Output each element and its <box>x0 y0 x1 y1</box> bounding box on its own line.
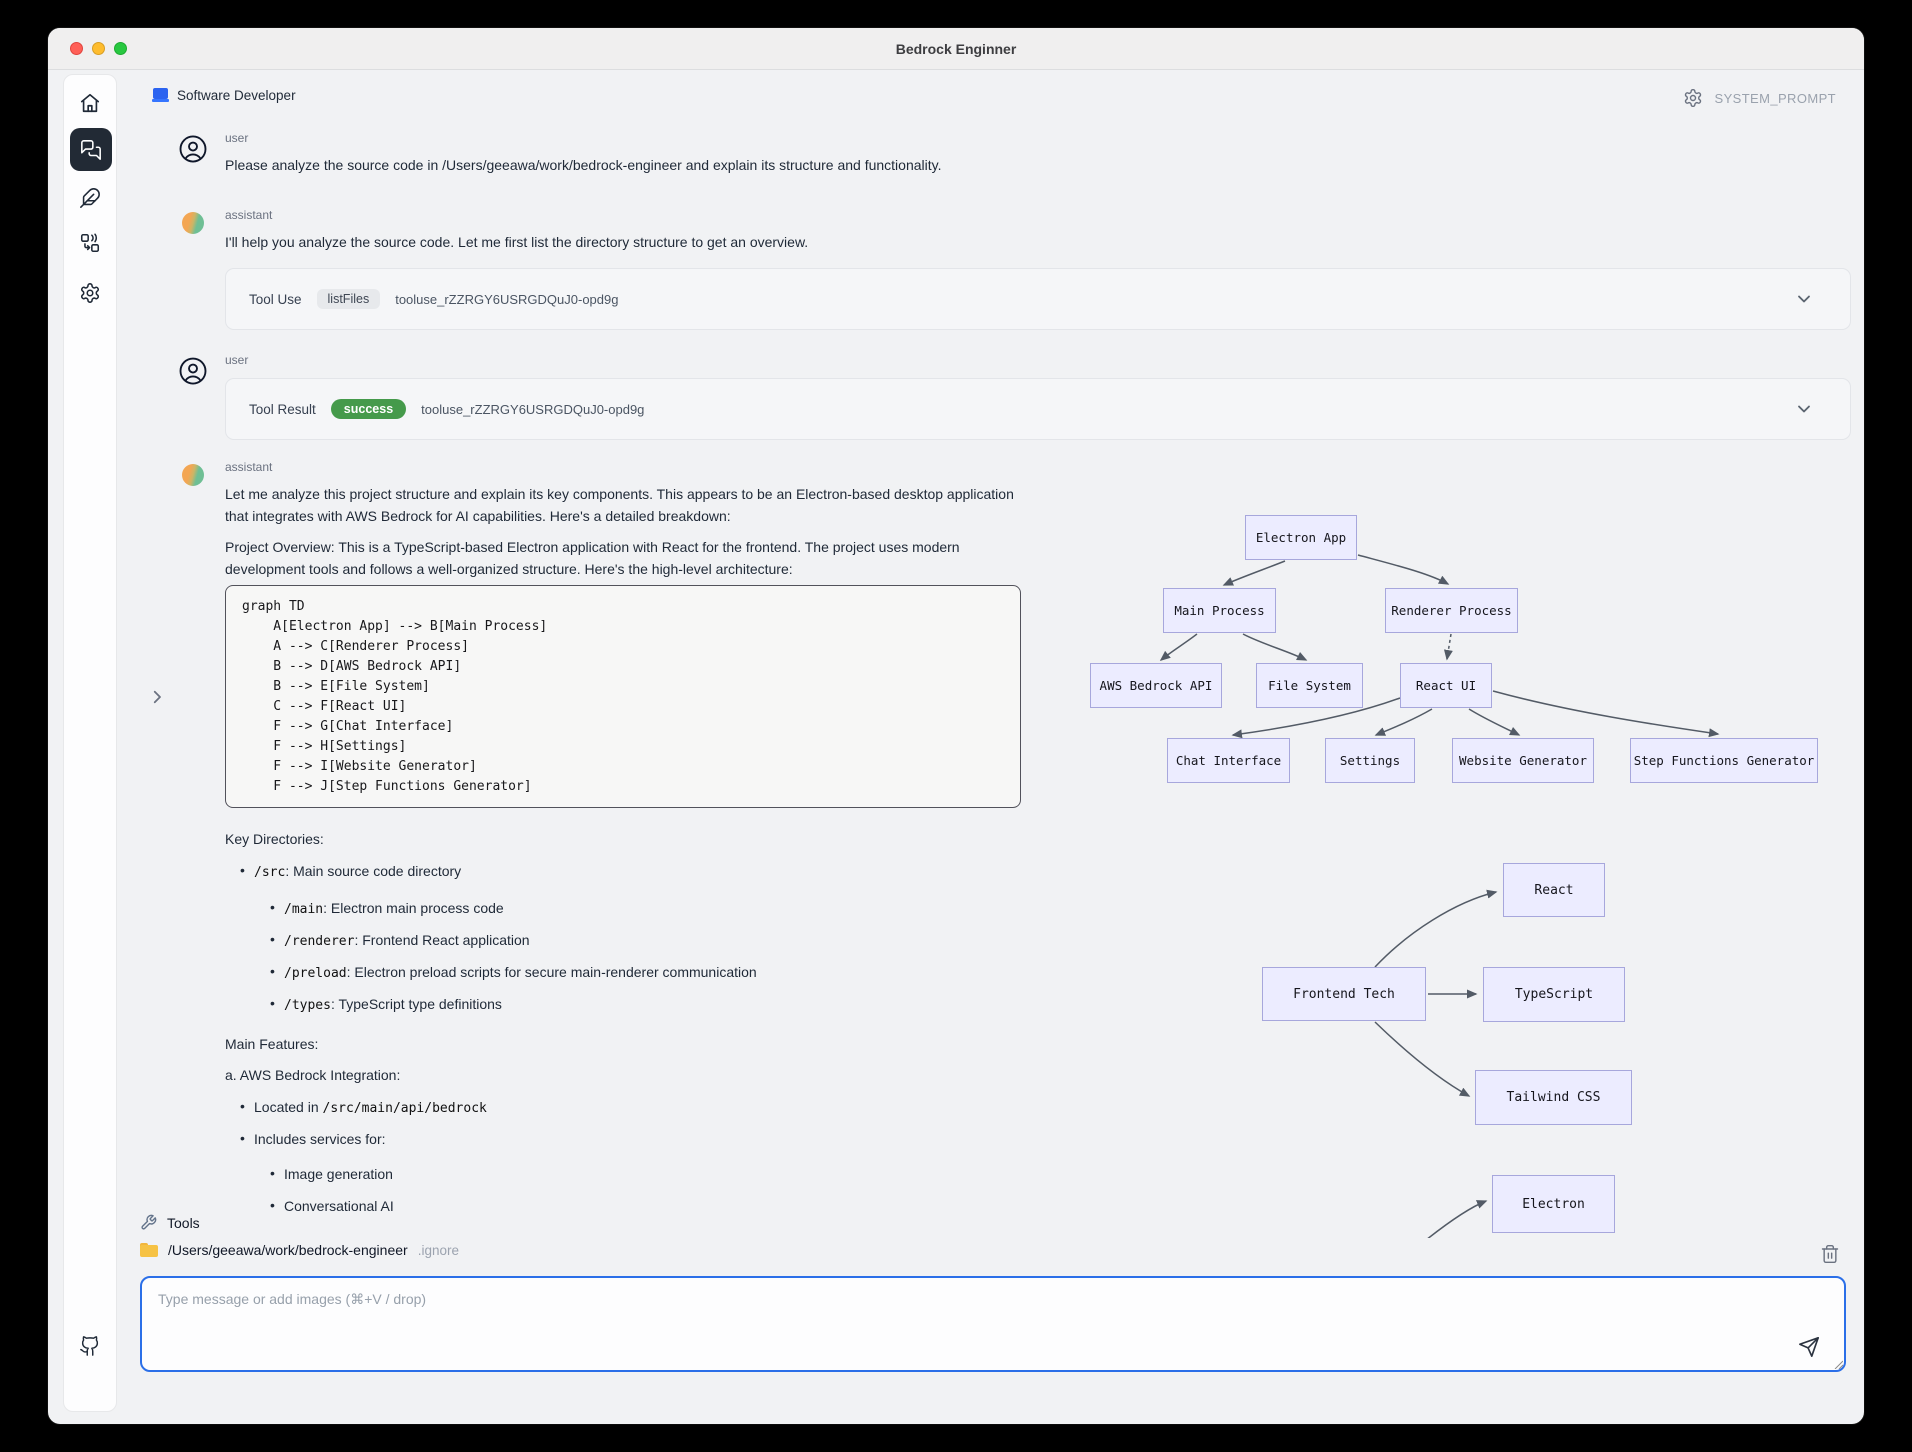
list-item: /main: Electron main process code <box>270 899 504 917</box>
titlebar: Bedrock Enginner <box>48 28 1864 70</box>
role-label: user <box>225 353 249 367</box>
close-window-button[interactable] <box>70 42 83 55</box>
diagram-node: Main Process <box>1163 588 1276 633</box>
tools-title: Tools <box>167 1214 200 1231</box>
diagram-node: AWS Bedrock API <box>1090 663 1222 708</box>
role-label: assistant <box>225 460 273 474</box>
chevron-down-icon[interactable] <box>1794 399 1814 419</box>
tool-result-card[interactable]: Tool Result success tooluse_rZZRGY6USRGD… <box>225 378 1851 440</box>
user-avatar <box>179 357 207 385</box>
diagram-edges <box>1159 554 1720 739</box>
section-title: Main Features: <box>225 1036 319 1052</box>
diagram-node: Electron <box>1492 1175 1615 1233</box>
list-item: /preload: Electron preload scripts for s… <box>270 963 757 981</box>
agent-selector[interactable]: Software Developer <box>152 88 296 103</box>
diagram-node: Settings <box>1325 738 1415 783</box>
tool-result-label: Tool Result <box>249 401 316 417</box>
diagram-node: React UI <box>1400 663 1492 708</box>
diagram-node: File System <box>1256 663 1363 708</box>
mermaid-code-block: graph TD A[Electron App] --> B[Main Proc… <box>225 585 1021 808</box>
tool-use-card[interactable]: Tool Use listFiles tooluse_rZZRGY6USRGDQ… <box>225 268 1851 330</box>
app-window: Bedrock Enginner Software Developer SYST… <box>48 28 1864 1424</box>
user-avatar <box>179 135 207 163</box>
tools-section-header[interactable]: Tools <box>140 1214 200 1231</box>
diagram-node: Electron App <box>1245 515 1357 560</box>
role-label: user <box>225 131 249 145</box>
folder-icon <box>140 1243 158 1257</box>
diagram-node: Website Generator <box>1452 738 1594 783</box>
tool-name-badge: listFiles <box>316 289 381 309</box>
minimize-window-button[interactable] <box>92 42 105 55</box>
github-icon[interactable] <box>79 1335 101 1357</box>
message-input[interactable] <box>140 1276 1846 1372</box>
diagram-node: React <box>1503 863 1605 917</box>
sidebar-nav <box>63 74 117 1412</box>
project-directory-row[interactable]: /Users/geeawa/work/bedrock-engineer .ign… <box>140 1242 459 1258</box>
diagram-node: Frontend Tech <box>1262 967 1426 1021</box>
list-item: /types: TypeScript type definitions <box>270 995 502 1013</box>
assistant-avatar <box>182 464 204 486</box>
user-message: Please analyze the source code in /Users… <box>225 157 942 173</box>
feather-icon[interactable] <box>79 187 101 209</box>
section-title: Key Directories: <box>225 831 324 847</box>
list-item: /src: Main source code directory <box>240 862 461 880</box>
diagram-node: Tailwind CSS <box>1475 1070 1632 1125</box>
wrench-icon <box>141 1214 157 1230</box>
list-item: Conversational AI <box>270 1197 394 1214</box>
diagram-node: Renderer Process <box>1385 588 1518 633</box>
gear-icon[interactable] <box>79 282 101 304</box>
sidebar-expand-chevron-icon[interactable] <box>148 688 166 706</box>
send-icon[interactable] <box>1798 1336 1820 1358</box>
window-title: Bedrock Enginner <box>895 40 1017 57</box>
diagram-node: TypeScript <box>1483 967 1625 1022</box>
diagram-node: Chat Interface <box>1167 738 1290 783</box>
system-prompt-button[interactable]: SYSTEM_PROMPT <box>1683 88 1837 108</box>
frontend-tech-diagram: React Frontend Tech TypeScript Tailwind … <box>1230 850 1730 1238</box>
diagram-node: Step Functions Generator <box>1630 738 1818 783</box>
resize-handle[interactable] <box>1831 1357 1843 1369</box>
diagram-edges <box>1374 889 1498 1238</box>
zoom-window-button[interactable] <box>114 42 127 55</box>
trash-icon[interactable] <box>1820 1244 1840 1264</box>
message-composer <box>140 1276 1846 1372</box>
list-item: /renderer: Frontend React application <box>270 931 530 949</box>
project-path: /Users/geeawa/work/bedrock-engineer <box>168 1242 408 1258</box>
list-item: Located in /src/main/api/bedrock <box>240 1098 487 1116</box>
tool-result-id: tooluse_rZZRGY6USRGDQuJ0-opd9g <box>421 401 645 417</box>
chevron-down-icon[interactable] <box>1794 289 1814 309</box>
assistant-paragraph: Project Overview: This is a TypeScript-b… <box>225 539 960 577</box>
assistant-message: I'll help you analyze the source code. L… <box>225 234 809 250</box>
agent-name: Software Developer <box>177 88 296 103</box>
home-icon[interactable] <box>79 92 101 114</box>
list-item: Includes services for: <box>240 1130 385 1147</box>
laptop-icon <box>152 88 169 103</box>
sidebar-item-chat[interactable] <box>70 128 112 171</box>
assistant-avatar <box>182 212 204 234</box>
system-prompt-label: SYSTEM_PROMPT <box>1714 90 1836 106</box>
role-label: assistant <box>225 208 273 222</box>
subsection-title: a. AWS Bedrock Integration: <box>225 1067 401 1083</box>
assistant-paragraph: Let me analyze this project structure an… <box>225 486 1014 524</box>
tool-use-label: Tool Use <box>249 291 302 307</box>
architecture-diagram: Electron App Main Process Renderer Proce… <box>1080 505 1850 795</box>
status-badge: success <box>330 399 407 419</box>
chat-header: Software Developer SYSTEM_PROMPT <box>152 88 1848 114</box>
chat-icon <box>81 139 101 160</box>
tool-use-id: tooluse_rZZRGY6USRGDQuJ0-opd9g <box>395 291 619 307</box>
ignore-settings-link[interactable]: .ignore <box>417 1242 459 1258</box>
gear-icon <box>1684 88 1701 108</box>
list-item: Image generation <box>270 1165 393 1182</box>
step-functions-icon[interactable] <box>79 232 101 254</box>
